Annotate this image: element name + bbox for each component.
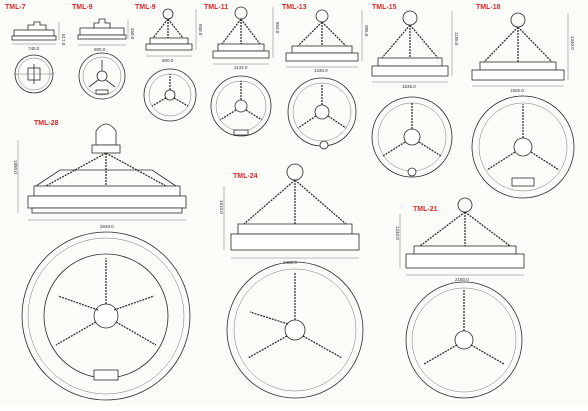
side-view-tml-21: [399, 197, 525, 276]
magnet-tml-7: TML-7 740.0 517.0: [5, 4, 66, 94]
height-dim-tml-18: 1340.0: [570, 36, 575, 50]
side-view-tml-13: [285, 9, 363, 68]
magnet-tml-13: TML-13 1330.0 985.0: [282, 4, 369, 150]
width-dim-tml-15: 1536.0: [402, 84, 416, 89]
height-dim-tml-11: 850.0: [275, 22, 280, 34]
height-dim-tml-9-b: 850.0: [198, 24, 203, 36]
height-dim-tml-7: 517.0: [61, 34, 66, 46]
top-view-tml-9-a: [78, 52, 126, 100]
width-dim-tml-9-a: 900.0: [94, 47, 106, 52]
height-dim-tml-9-a: 450.0: [130, 28, 135, 40]
magnet-tml-11: TML-11 1132.0 850.0: [204, 4, 280, 137]
model-label-tml-13: TML-13: [282, 4, 307, 11]
magnet-tml-15: TML-15 1536.0 1195.0: [371, 4, 459, 178]
height-dim-tml-13: 985.0: [364, 25, 369, 37]
height-dim-tml-21: 1240.0: [395, 226, 400, 240]
width-dim-tml-9-b: 900.0: [162, 58, 174, 63]
magnet-tml-24: TML-24 2450.0 1610.0: [219, 163, 364, 399]
side-view-tml-9-b: [145, 8, 197, 57]
width-dim-tml-13: 1330.0: [314, 68, 328, 73]
top-view-tml-11: [210, 75, 272, 137]
magnet-tml-18: TML-18 1826.0 1340.0: [471, 4, 575, 199]
side-view-tml-15: [371, 10, 453, 83]
model-label-tml-7: TML-7: [5, 4, 26, 11]
width-dim-tml-11: 1132.0: [234, 65, 248, 70]
top-view-tml-15: [371, 96, 453, 178]
model-label-tml-18: TML-18: [476, 4, 501, 11]
side-view-tml-7: [11, 21, 60, 45]
model-label-tml-24: TML-24: [233, 173, 258, 180]
side-view-tml-24: [223, 163, 360, 259]
side-view-tml-11: [212, 6, 274, 65]
top-view-tml-24: [226, 261, 364, 399]
model-label-tml-9-a: TML-9: [72, 4, 93, 11]
model-label-tml-11: TML-11: [204, 4, 228, 11]
width-dim-tml-21: 2180.0: [455, 277, 469, 282]
height-dim-tml-28: 1880.0: [13, 160, 18, 174]
side-view-tml-9-a: [77, 18, 129, 46]
top-view-tml-7: [14, 54, 54, 94]
model-label-tml-28: TML-28: [34, 120, 59, 127]
width-dim-tml-18: 1826.0: [510, 88, 524, 93]
side-view-tml-18: [471, 12, 569, 87]
magnet-tml-9-b: TML-9 900.0 850.0: [135, 4, 203, 122]
magnet-tml-21: TML-21 2180.0 1240.0: [395, 197, 525, 399]
height-dim-tml-24: 1610.0: [219, 200, 224, 214]
side-view-tml-28: [17, 123, 187, 221]
magnet-tml-9-a: TML-9 900.0 450.0: [72, 4, 135, 100]
top-view-tml-13: [287, 77, 357, 150]
top-view-tml-21: [405, 281, 523, 399]
top-view-tml-18: [471, 95, 575, 199]
width-dim-tml-28: 2848.0: [100, 224, 114, 229]
height-dim-tml-15: 1195.0: [454, 32, 459, 46]
magnet-tml-28: TML-28 2848.0 1880.0: [13, 120, 191, 401]
model-label-tml-9-b: TML-9: [135, 4, 156, 11]
top-view-tml-9-b: [143, 68, 197, 122]
width-dim-tml-7: 740.0: [28, 46, 40, 51]
model-label-tml-15: TML-15: [372, 4, 397, 11]
top-view-tml-28: [21, 231, 191, 401]
model-label-tml-21: TML-21: [413, 206, 438, 213]
